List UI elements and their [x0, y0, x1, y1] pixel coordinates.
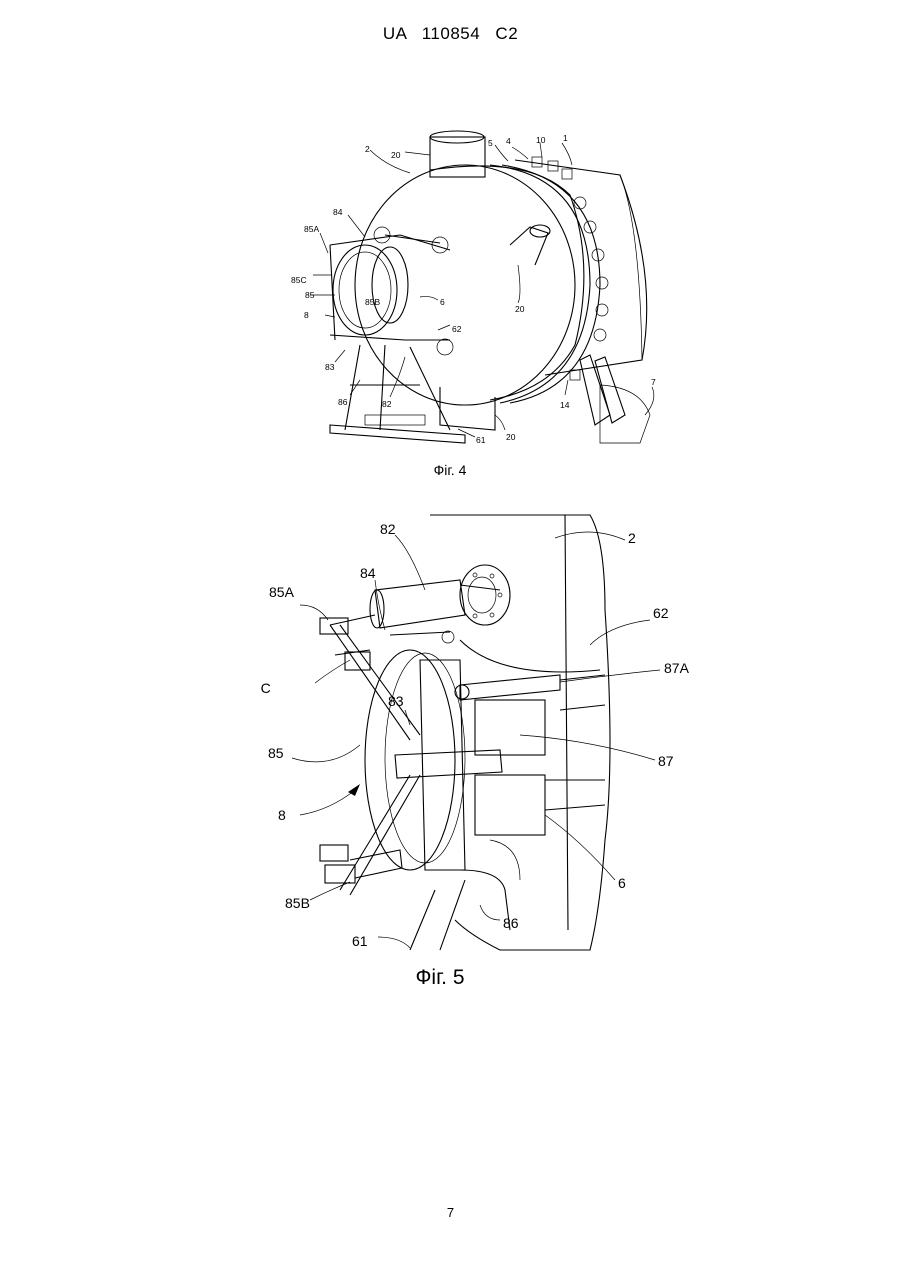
fig4-label-82: 82 — [382, 399, 392, 409]
fig4-label-20-side: 20 — [515, 304, 525, 314]
fig4-label-10: 10 — [536, 135, 546, 145]
door-mechanism-detail-drawing — [320, 580, 560, 950]
fig4-label-14: 14 — [560, 400, 570, 410]
fig4-label-20-bottom: 20 — [506, 432, 516, 442]
fig5-label-82: 82 — [380, 521, 396, 537]
figure-5-drawing: 82 2 84 85A 62 87A 85C 83 85 87 8 6 85B … — [260, 510, 710, 970]
door-mechanism-drawing — [330, 227, 465, 443]
fig4-label-7: 7 — [651, 377, 656, 387]
fig4-label-2: 2 — [365, 144, 370, 154]
figure-4-caption: Фіг. 4 — [400, 462, 500, 478]
fig4-label-85A: 85A — [304, 224, 319, 234]
fig4-label-8: 8 — [304, 310, 309, 320]
fig5-label-85C: 85C — [260, 680, 271, 696]
fig5-label-62: 62 — [653, 605, 669, 621]
figure-4-drawing: 2 20 5 4 10 1 84 85A 85C 85 8 85B 6 20 6… — [290, 125, 670, 455]
figure-5-caption: Фіг. 5 — [380, 966, 500, 990]
fig4-label-1: 1 — [563, 133, 568, 143]
fig5-label-87A: 87A — [664, 660, 690, 676]
page-number: 7 — [0, 1205, 901, 1220]
fig4-label-20-top: 20 — [391, 150, 401, 160]
fig5-label-83: 83 — [388, 693, 404, 709]
fig5-label-85A: 85A — [269, 584, 295, 600]
fig4-label-85: 85 — [305, 290, 315, 300]
fig5-label-85B: 85B — [285, 895, 310, 911]
fig5-label-61: 61 — [352, 933, 368, 949]
fig5-label-85: 85 — [268, 745, 284, 761]
fig5-label-6: 6 — [618, 875, 626, 891]
fig4-label-6: 6 — [440, 297, 445, 307]
patent-number-header: UA 110854 C2 — [0, 24, 901, 44]
fig5-label-2: 2 — [628, 530, 636, 546]
fig4-label-86: 86 — [338, 397, 348, 407]
port-nozzles-drawing — [532, 157, 608, 380]
fig5-label-87: 87 — [658, 753, 674, 769]
fig5-label-86: 86 — [503, 915, 519, 931]
fig4-label-62: 62 — [452, 324, 462, 334]
fig5-label-8: 8 — [278, 807, 286, 823]
fig5-label-84: 84 — [360, 565, 376, 581]
fig4-label-85B: 85B — [365, 297, 380, 307]
fig4-label-4: 4 — [506, 136, 511, 146]
vessel-body-drawing — [355, 131, 650, 443]
fig4-label-83: 83 — [325, 362, 335, 372]
fig4-label-84: 84 — [333, 207, 343, 217]
fig4-label-85C: 85C — [291, 275, 307, 285]
fig4-label-61: 61 — [476, 435, 486, 445]
fig4-label-5: 5 — [488, 138, 493, 148]
